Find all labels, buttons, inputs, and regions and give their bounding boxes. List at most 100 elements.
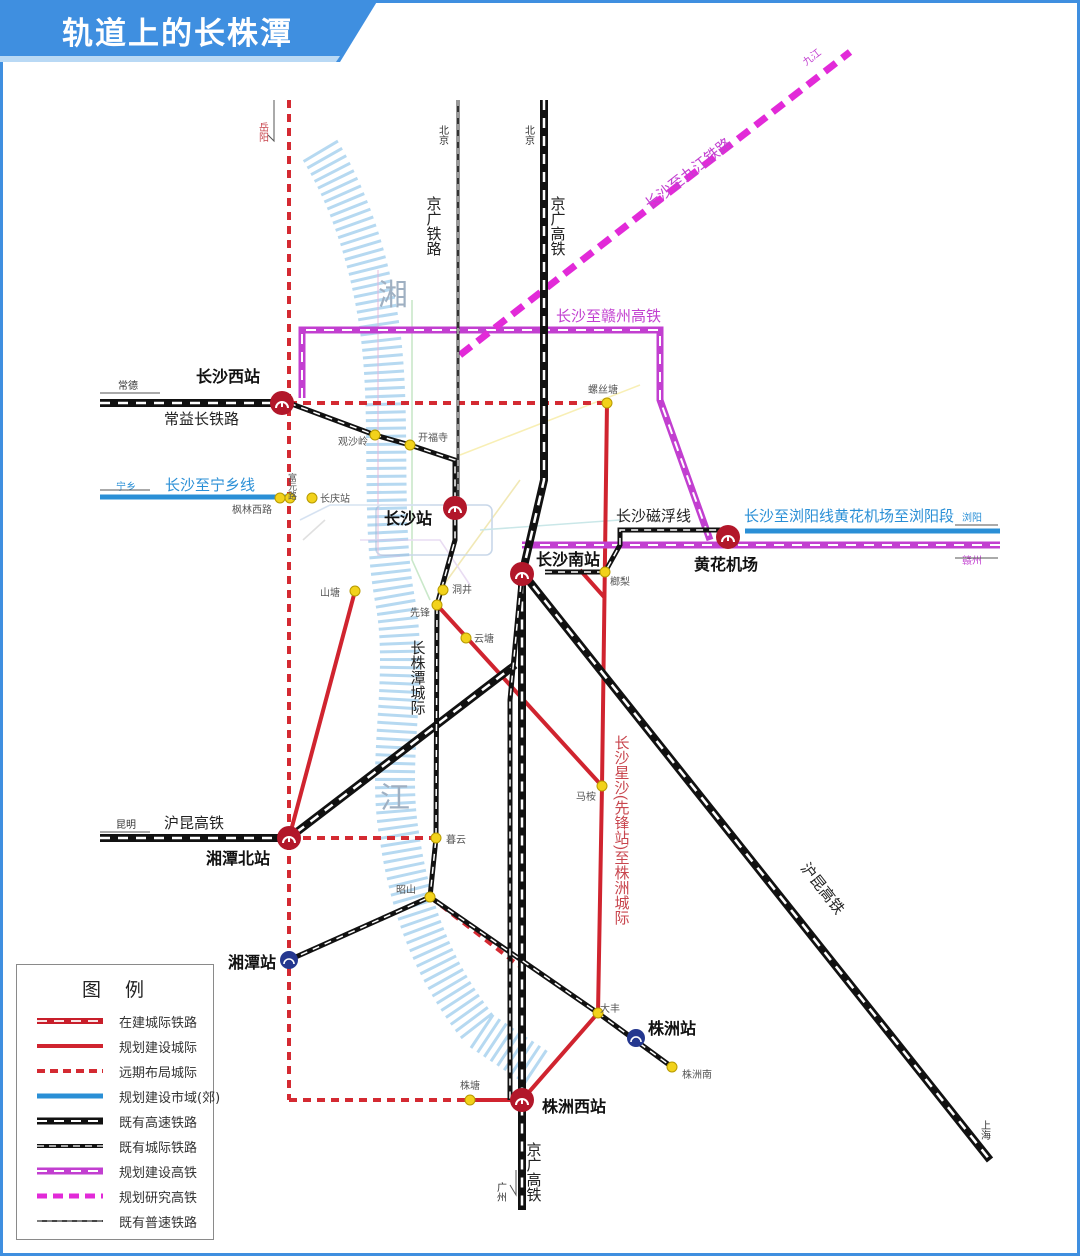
dir-kunming: 昆明	[116, 819, 136, 831]
station-changsha-west: 长沙西站	[196, 367, 260, 386]
label-changning: 长沙至宁乡线	[165, 477, 255, 494]
station-icon-xiangtan	[280, 951, 298, 969]
legend-item: 规划研究高铁	[17, 1184, 213, 1208]
line-labels: 京广铁路 京广高铁 京广高铁 长沙至九江铁路 长沙至赣州高铁 常益长铁路 长沙至…	[164, 135, 954, 1202]
direction-markers-magenta: 九江 赣州	[800, 47, 982, 567]
label-czt-intercity: 长株潭城际	[409, 640, 426, 716]
stop-xianfeng: 先锋	[410, 606, 430, 619]
legend-item-label: 既有普速铁路	[119, 1216, 198, 1231]
legend-item-label: 规划建设市域(郊)	[119, 1091, 221, 1106]
station-icon-changsha-west	[270, 391, 294, 415]
changsha-jiujiang-rail	[457, 49, 853, 358]
legend-item: 既有城际铁路	[17, 1134, 213, 1158]
stop-luoshitang: 螺丝塘	[588, 383, 618, 396]
station-changsha-south: 长沙南站	[536, 550, 600, 569]
label-changgan: 长沙至赣州高铁	[556, 308, 661, 325]
legend-item-label: 规划研究高铁	[119, 1191, 198, 1206]
stop-lijia: 榔梨	[610, 575, 630, 588]
label-changjiu: 长沙至九江铁路	[642, 135, 735, 213]
header-banner-shape	[0, 0, 378, 62]
station-zhuzhou: 株洲站	[648, 1019, 696, 1038]
metro-blue-lines	[100, 494, 1000, 534]
header-banner: 轨道上的长株潭	[0, 0, 380, 62]
legend: 图例 在建城际铁路规划建设城际远期布局城际规划建设市域(郊) 既有高速铁路既有城际…	[16, 964, 220, 1240]
dir-jiujiang: 九江	[800, 47, 823, 69]
legend-item: 在建城际铁路	[17, 1009, 213, 1033]
legend-swatch	[37, 1093, 103, 1099]
legend-item: 规划建设高铁	[17, 1159, 213, 1183]
legend-swatch	[37, 1018, 103, 1024]
legend-item-label: 远期布局城际	[119, 1066, 198, 1081]
dir-ningxiang: 宁乡	[116, 480, 136, 493]
dir-yueyang: 岳阳	[257, 122, 269, 142]
legend-item-label: 在建城际铁路	[119, 1016, 198, 1031]
legend-item-label: 既有高速铁路	[119, 1116, 198, 1131]
label-jingguang-hsr-south: 京广高铁	[525, 1142, 542, 1202]
station-icon-huanghua	[716, 525, 740, 549]
stop-zhuzhou-south: 株洲南	[682, 1068, 712, 1081]
dir-beijing-b: 北京	[523, 125, 535, 146]
changsha-ganzhou-hsr	[298, 326, 1000, 549]
direction-markers-black: 北京 北京 常德 昆明 广州 上海	[116, 125, 991, 1202]
legend-item-label: 规划建设高铁	[119, 1166, 198, 1181]
station-icon-changsha-south	[510, 562, 534, 586]
stop-dongjing: 洞井	[452, 583, 472, 596]
stop-labels: 观沙岭 开福寺 富元路 枫林西路 长庆站 螺丝塘 榔梨 山塘 洞井 先锋 云塘 …	[232, 383, 712, 1092]
stop-zhaoshan: 昭山	[396, 884, 416, 896]
legend-item: 规划建设城际	[17, 1034, 213, 1058]
stop-fuyuanlu: 富元路	[287, 472, 297, 501]
stop-changqing: 长庆站	[320, 492, 350, 505]
label-jingguang-hsr: 京广高铁	[549, 196, 566, 256]
station-zhuzhou-west: 株洲西站	[542, 1097, 606, 1116]
legend-item: 既有普速铁路	[17, 1209, 213, 1233]
dir-ganzhou: 赣州	[962, 554, 982, 567]
station-icon-changsha	[443, 496, 467, 520]
station-changsha: 长沙站	[384, 509, 432, 528]
station-icon-xiangtan-north	[277, 826, 301, 850]
metro-network-faint	[299, 270, 641, 601]
dir-liuyang: 浏阳	[962, 511, 982, 524]
legend-item-label: 既有城际铁路	[119, 1141, 198, 1156]
xiang-river	[302, 139, 552, 1087]
legend-item: 既有高速铁路	[17, 1109, 213, 1133]
label-maglev: 长沙磁浮线	[616, 508, 691, 525]
label-changyichang: 常益长铁路	[164, 411, 239, 428]
dir-changde: 常德	[118, 379, 138, 392]
stop-dots	[274, 397, 678, 1106]
page-title: 轨道上的长株潭	[62, 16, 293, 52]
legend-swatch	[37, 1044, 103, 1048]
legend-item: 远期布局城际	[17, 1059, 213, 1083]
dir-beijing-a: 北京	[437, 125, 449, 146]
direction-underlines	[100, 100, 998, 1197]
legend-swatch	[37, 1220, 103, 1222]
legend-swatch	[37, 1069, 103, 1073]
stop-dafeng: 大丰	[600, 1002, 620, 1015]
label-hukun: 沪昆高铁	[164, 815, 224, 832]
label-xingsha-intercity: 长沙星沙(先锋站)至株洲城际	[613, 735, 630, 926]
stop-fenglinxilu: 枫林西路	[232, 503, 272, 516]
legend-swatch	[37, 1167, 103, 1175]
legend-title: 图例	[81, 979, 168, 1001]
station-icon-zhuzhou	[627, 1029, 645, 1047]
dir-shanghai: 上海	[979, 1120, 991, 1141]
legend-item-label: 规划建设城际	[119, 1041, 198, 1056]
direction-markers: 岳阳	[257, 122, 269, 142]
dir-guangzhou: 广州	[495, 1182, 507, 1202]
station-labels: 长沙西站 长沙站 长沙南站 黄花机场 湘潭北站 湘潭站 株洲站 株洲西站	[196, 367, 758, 1116]
stop-mayi: 马桉	[576, 790, 596, 803]
station-xiangtan-north: 湘潭北站	[206, 849, 270, 868]
label-liuyang-line: 长沙至浏阳线黄花机场至浏阳段	[744, 508, 954, 525]
stop-guanshaling: 观沙岭	[338, 435, 368, 448]
label-jingguang-rail: 京广铁路	[425, 196, 442, 256]
stop-shantang: 山塘	[320, 586, 340, 599]
station-huanghua: 黄花机场	[694, 555, 758, 574]
station-icon-zhuzhou-west	[510, 1088, 534, 1112]
existing-hsr-lines	[100, 100, 994, 1210]
stop-yuntang: 云塘	[474, 632, 494, 645]
legend-swatch	[37, 1144, 103, 1148]
legend-swatch	[37, 1193, 103, 1199]
label-hukun-south: 沪昆高铁	[797, 860, 847, 918]
station-xiangtan: 湘潭站	[228, 953, 276, 972]
